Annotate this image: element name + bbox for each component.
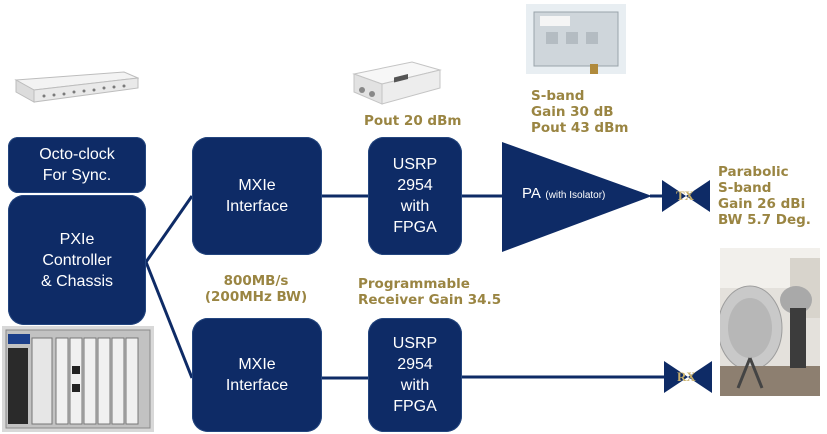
parabolic-antenna-photo <box>720 248 820 396</box>
mxie-interface-tx-block: MXIe Interface <box>192 137 322 255</box>
rx-antenna-icon <box>664 361 712 393</box>
pa-sublabel: (with Isolator) <box>545 190 606 201</box>
sband-pa-annotation: S-band Gain 30 dB Pout 43 dBm <box>531 88 629 136</box>
usrp-rx-block: USRP 2954 with FPGA <box>368 318 462 432</box>
pxie-controller-block: PXIe Controller & Chassis <box>8 195 146 325</box>
usrp-tx-block: USRP 2954 with FPGA <box>368 137 462 255</box>
receiver-gain-annotation: Programmable Receiver Gain 34.5 <box>358 276 502 308</box>
line-pxie-to-mxie-rx <box>144 261 194 379</box>
octoclock-device-photo <box>14 71 139 103</box>
tx-antenna-label: TX <box>676 188 695 203</box>
parabolic-antenna-annotation: Parabolic S-band Gain 26 dBi BW 5.7 Deg. <box>718 164 811 228</box>
rx-antenna-label: RX <box>677 369 696 384</box>
pa-main-label: PA <box>522 185 541 202</box>
usrp-device-photo <box>352 61 442 105</box>
pout-annotation: Pout 20 dBm <box>364 113 462 129</box>
tx-antenna-icon <box>662 180 710 212</box>
line-pxie-to-mxie-tx <box>144 195 194 263</box>
pa-label: PA (with Isolator) <box>522 185 605 203</box>
octoclock-block: Octo-clock For Sync. <box>8 137 146 193</box>
power-amplifier-photo <box>526 4 626 74</box>
mxie-interface-rx-block: MXIe Interface <box>192 318 322 432</box>
pxie-chassis-photo <box>2 326 154 432</box>
bandwidth-annotation: 800MB/s (200MHz BW) <box>204 273 308 305</box>
pa-amplifier-shape <box>502 142 652 252</box>
